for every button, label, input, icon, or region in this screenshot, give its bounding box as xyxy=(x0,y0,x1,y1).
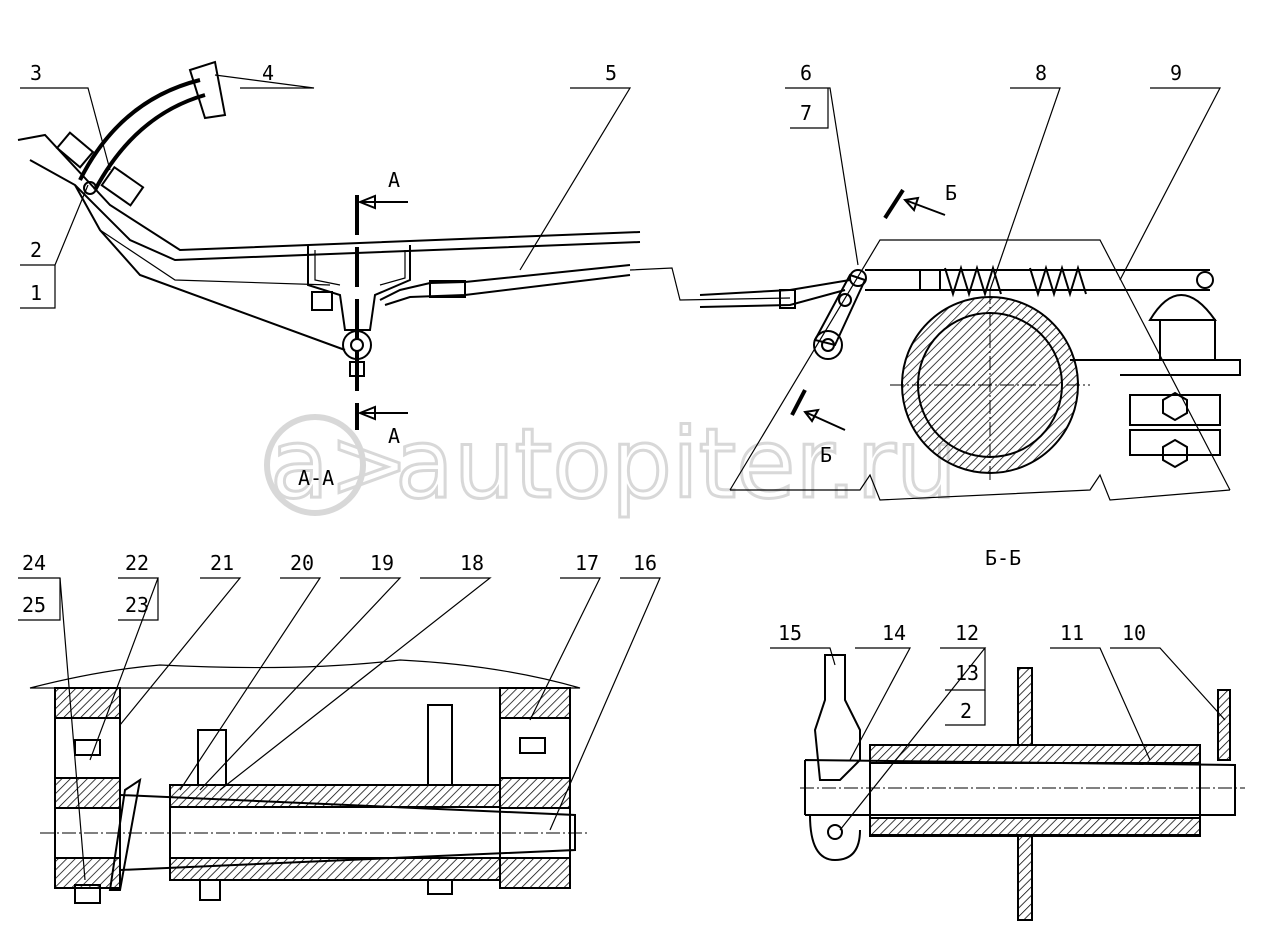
label-24: 24 xyxy=(22,551,46,575)
label-5: 5 xyxy=(605,61,617,85)
section-title-bb: Б-Б xyxy=(985,546,1021,570)
label-8: 8 xyxy=(1035,61,1047,85)
label-20: 20 xyxy=(290,551,314,575)
label-17: 17 xyxy=(575,551,599,575)
label-2: 2 xyxy=(30,238,42,262)
watermark: a> autopiter.ru xyxy=(264,407,958,522)
section-mark-b-bottom: Б xyxy=(820,443,832,467)
label-2-bb: 2 xyxy=(960,699,972,723)
label-7: 7 xyxy=(800,101,812,125)
watermark-text: autopiter.ru xyxy=(395,408,957,520)
label-22: 22 xyxy=(125,551,149,575)
label-13: 13 xyxy=(955,661,979,685)
label-21: 21 xyxy=(210,551,234,575)
label-18: 18 xyxy=(460,551,484,575)
label-9: 9 xyxy=(1170,61,1182,85)
section-title-aa: А-А xyxy=(298,466,334,490)
pedal-assembly xyxy=(17,60,791,430)
label-14: 14 xyxy=(882,621,906,645)
section-mark-a-bottom: А xyxy=(388,424,400,448)
section-mark-a-top: А xyxy=(388,168,400,192)
section-bb-drawing xyxy=(800,654,1245,921)
label-11: 11 xyxy=(1060,621,1084,645)
linkage-assembly xyxy=(699,188,1241,501)
label-23: 23 xyxy=(125,593,149,617)
label-25: 25 xyxy=(22,593,46,617)
label-12: 12 xyxy=(955,621,979,645)
label-15: 15 xyxy=(778,621,802,645)
section-aa-drawing xyxy=(29,659,590,904)
section-mark-b-top: Б xyxy=(945,181,957,205)
label-3: 3 xyxy=(30,61,42,85)
label-6: 6 xyxy=(800,61,812,85)
label-19: 19 xyxy=(370,551,394,575)
part-labels: 3 4 5 6 7 8 9 2 1 24 25 22 23 21 20 19 1… xyxy=(22,61,1182,723)
label-10: 10 xyxy=(1122,621,1146,645)
label-4: 4 xyxy=(262,61,274,85)
label-1: 1 xyxy=(30,281,42,305)
watermark-logo: a> xyxy=(270,408,409,520)
label-16: 16 xyxy=(633,551,657,575)
leader-lines xyxy=(18,74,1226,881)
